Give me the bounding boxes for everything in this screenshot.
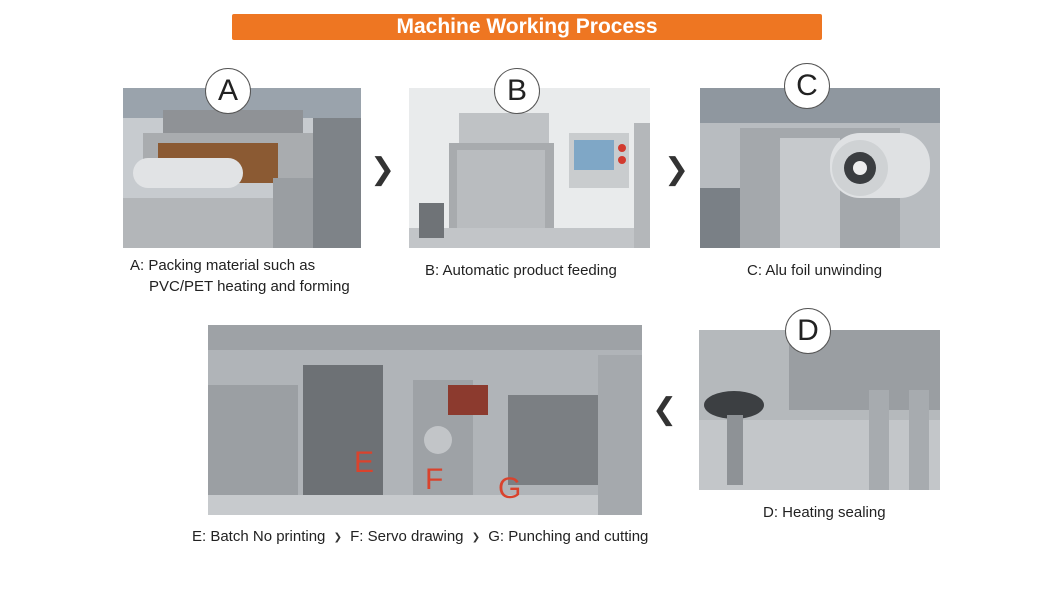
step-a-photo (123, 88, 361, 248)
step-f-caption: F: Servo drawing (350, 528, 464, 545)
step-e-caption: E: Batch No printing (192, 528, 326, 545)
step-a-caption-line1: A: Packing material such as (130, 257, 316, 274)
overlay-letter-f: F (425, 463, 444, 496)
step-efg-photo (208, 325, 642, 515)
step-g-caption: G: Punching and cutting (488, 528, 649, 545)
page-title: Machine Working Process (396, 15, 658, 38)
arrow-left-icon: ❮ (652, 393, 678, 426)
separator-chevron-icon: ❯ (471, 532, 481, 543)
step-b-caption: B: Automatic product feeding (425, 262, 617, 279)
arrow-right-icon: ❯ (370, 153, 396, 186)
step-b-badge: B (494, 68, 540, 114)
step-a-badge: A (205, 68, 251, 114)
step-c-caption: C: Alu foil unwinding (747, 262, 883, 279)
page-title-banner: Machine Working Process (232, 14, 822, 40)
step-a-caption-line2: PVC/PET heating and forming (149, 278, 350, 295)
arrow-right-icon: ❯ (664, 153, 690, 186)
separator-chevron-icon: ❯ (333, 532, 342, 543)
step-d-badge: D (785, 308, 831, 354)
overlay-letter-g: G (498, 472, 522, 505)
step-d-photo (699, 330, 940, 490)
step-b-photo (409, 88, 650, 248)
step-efg-caption: E: Batch No printing ❯ F: Servo drawing … (192, 526, 648, 549)
overlay-letter-e: E (354, 446, 375, 479)
step-c-photo (700, 88, 940, 248)
step-d-caption: D: Heating sealing (763, 504, 886, 521)
step-c-badge: C (784, 63, 830, 109)
